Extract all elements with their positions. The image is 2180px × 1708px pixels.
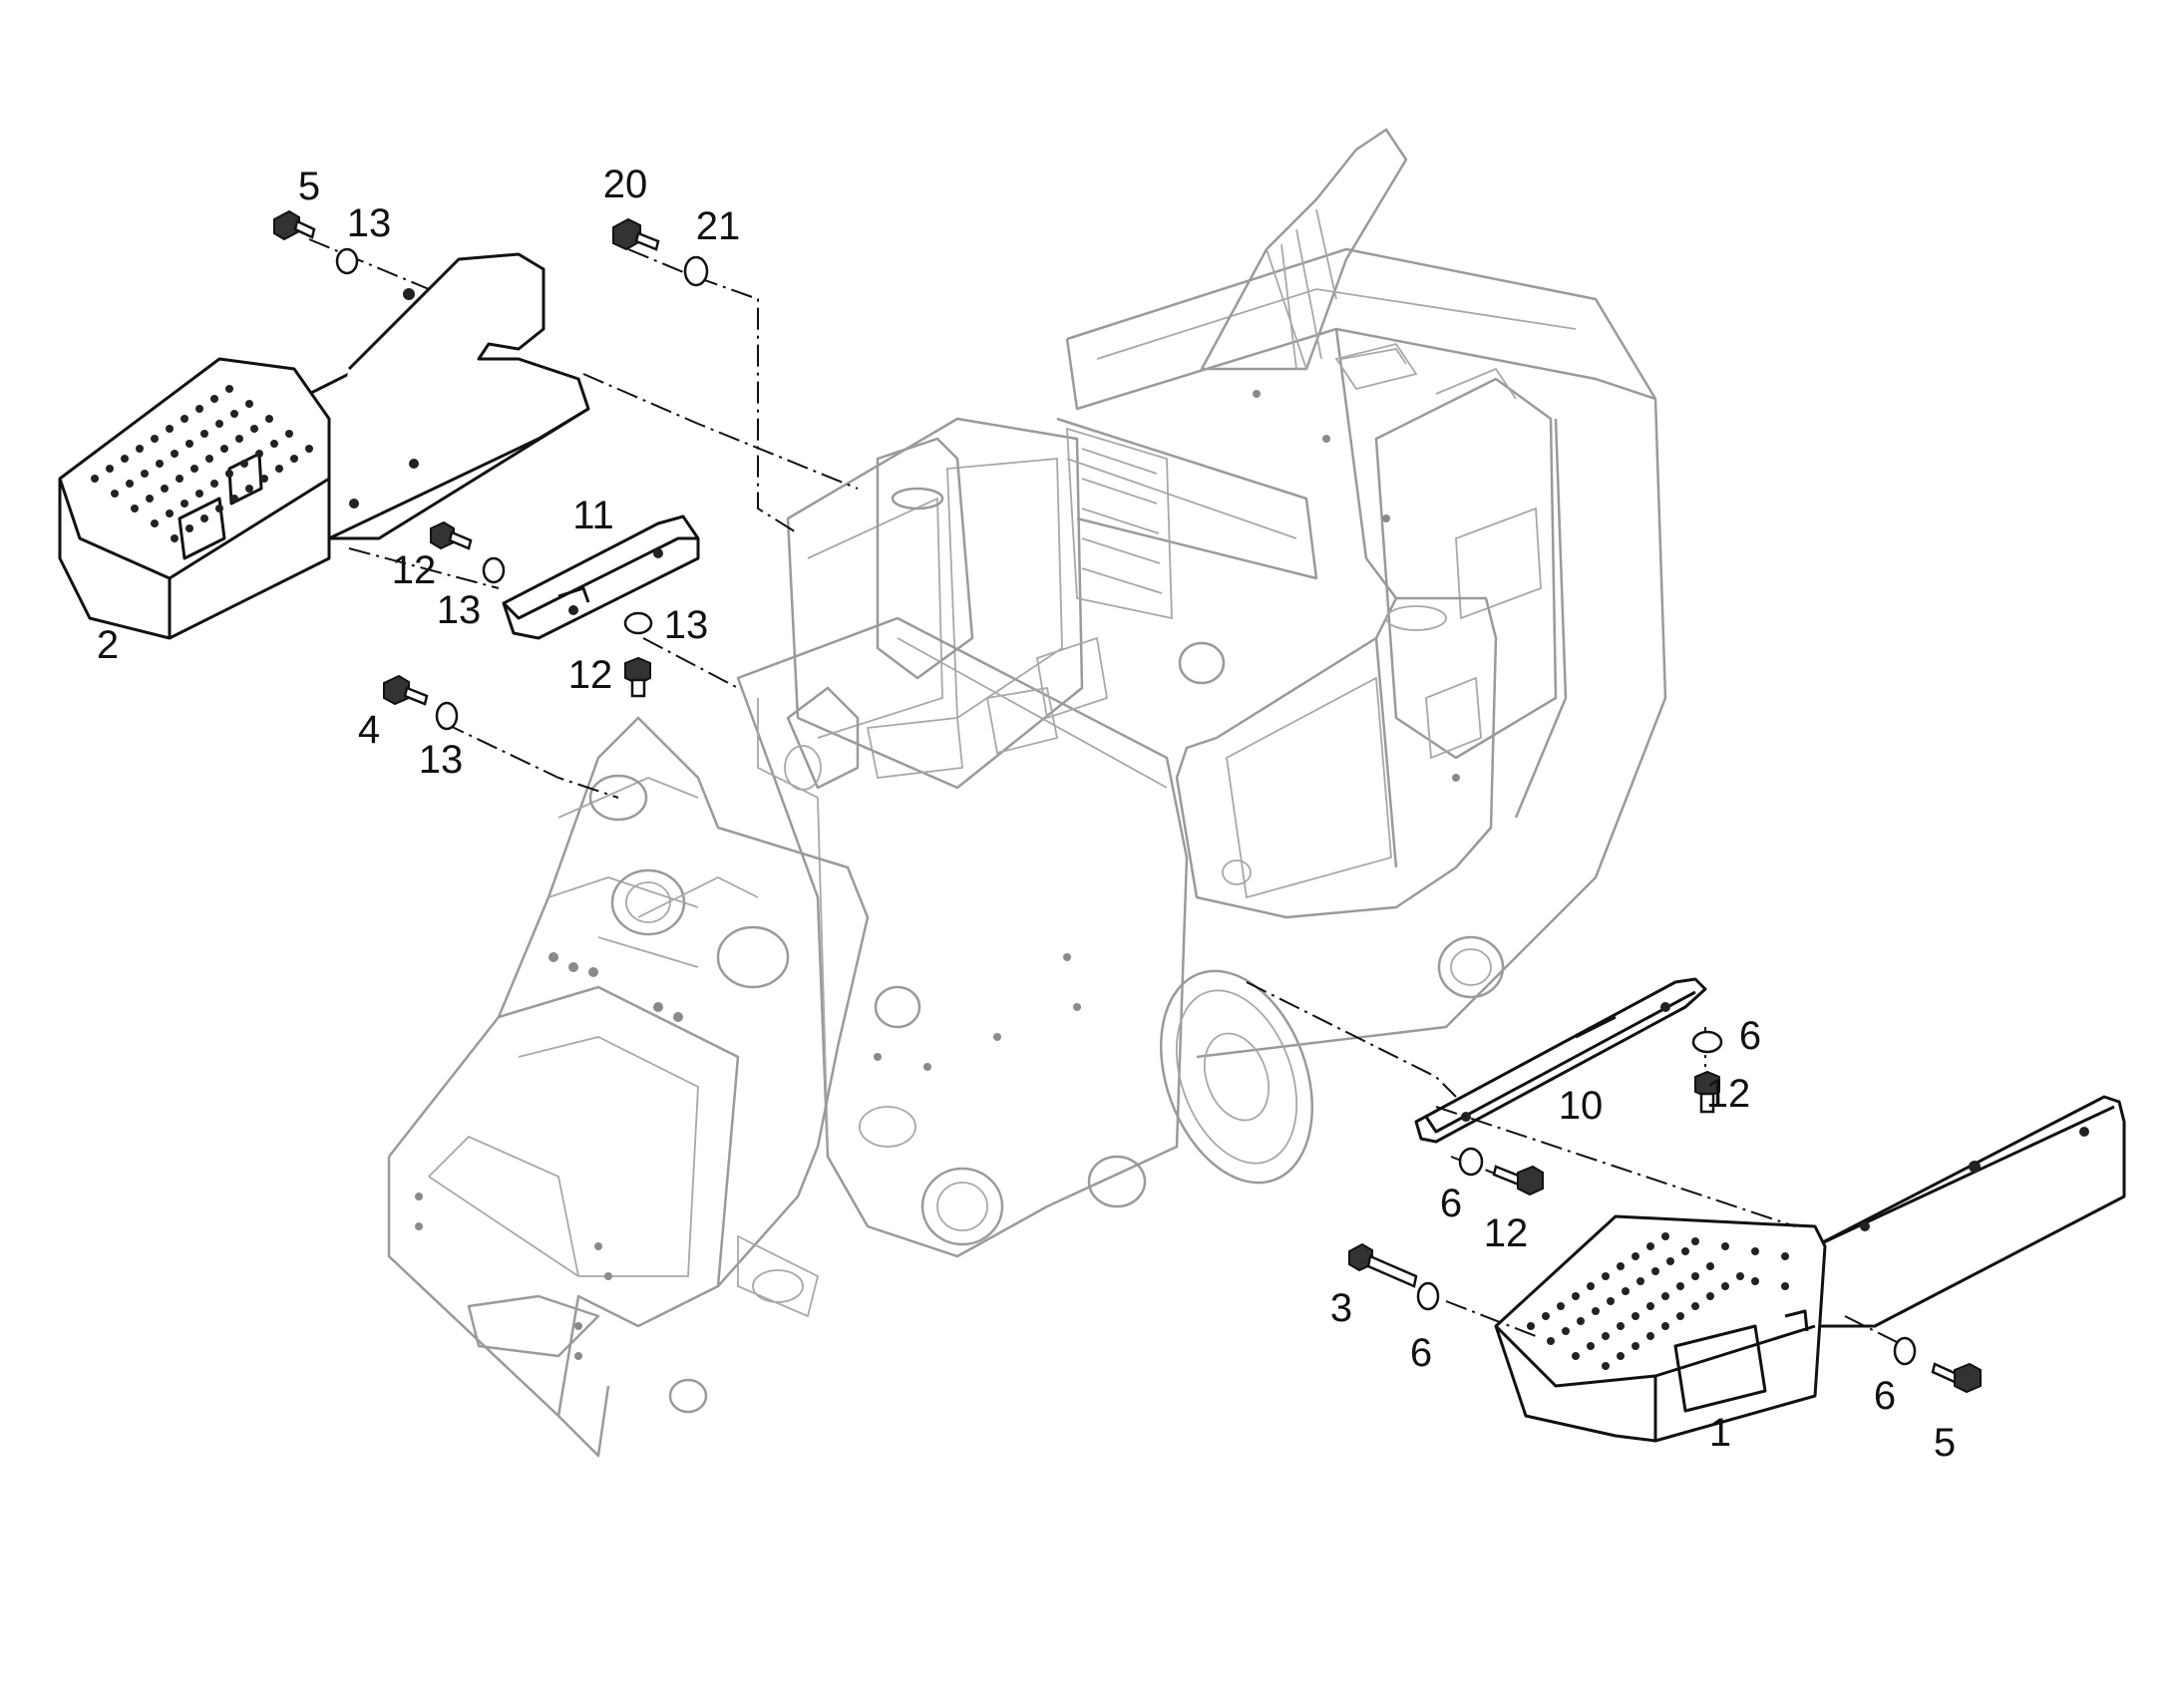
callout-12: 12 xyxy=(568,653,613,697)
callout-labels: 1 2 3 4 5 5 6 6 6 6 10 11 12 12 12 12 13… xyxy=(97,163,1956,1465)
callout-6: 6 xyxy=(1410,1331,1432,1375)
bolt-12-icon xyxy=(624,656,651,698)
bolt-5-icon xyxy=(1931,1362,1982,1394)
callout-11: 11 xyxy=(572,494,614,537)
callout-13: 13 xyxy=(347,201,392,245)
washer-13-icon xyxy=(623,611,653,635)
bolt-12-icon xyxy=(1694,1070,1720,1114)
bolt-20-icon xyxy=(612,217,660,251)
bolt-3-icon xyxy=(1348,1242,1418,1288)
hardware xyxy=(273,209,1982,1394)
bracket-11 xyxy=(502,514,700,640)
callout-21: 21 xyxy=(696,204,741,248)
washer-6-icon xyxy=(1458,1147,1484,1177)
step-1-tread xyxy=(1527,1232,1789,1370)
callout-12: 12 xyxy=(1706,1072,1751,1116)
bolt-5-icon xyxy=(273,209,316,241)
washer-6-icon xyxy=(1416,1281,1440,1311)
callout-6: 6 xyxy=(1440,1182,1462,1225)
bolt-12-icon xyxy=(430,520,473,550)
step-2-tread xyxy=(91,385,313,542)
washer-13-icon xyxy=(335,247,359,275)
callout-5: 5 xyxy=(298,165,320,208)
callout-13: 13 xyxy=(437,588,482,632)
bolt-4-icon xyxy=(383,674,429,706)
washer-21-icon xyxy=(683,255,709,287)
washer-13-icon xyxy=(482,556,506,584)
step-assembly-1 xyxy=(1494,1095,2126,1443)
callout-20: 20 xyxy=(603,163,648,206)
callout-3: 3 xyxy=(1330,1286,1352,1330)
callout-12: 12 xyxy=(1484,1211,1529,1255)
washer-13-icon xyxy=(435,701,459,731)
bracket-10 xyxy=(1414,977,1707,1144)
machine-chassis xyxy=(387,128,1667,1458)
callout-10: 10 xyxy=(1559,1084,1604,1128)
callout-6: 6 xyxy=(1874,1374,1896,1418)
callout-6: 6 xyxy=(1739,1014,1761,1058)
callout-1: 1 xyxy=(1709,1411,1731,1455)
bolt-12-icon xyxy=(1492,1165,1544,1196)
machine-holes xyxy=(415,390,1460,1360)
callout-12: 12 xyxy=(392,548,437,592)
callout-4: 4 xyxy=(358,708,380,752)
step-assembly-2 xyxy=(58,252,590,640)
callout-5: 5 xyxy=(1934,1421,1956,1465)
callout-13: 13 xyxy=(664,603,709,647)
washer-6-icon xyxy=(1893,1336,1917,1366)
washer-6-icon xyxy=(1691,1030,1723,1054)
callout-13: 13 xyxy=(419,738,464,782)
callout-2: 2 xyxy=(97,623,119,667)
